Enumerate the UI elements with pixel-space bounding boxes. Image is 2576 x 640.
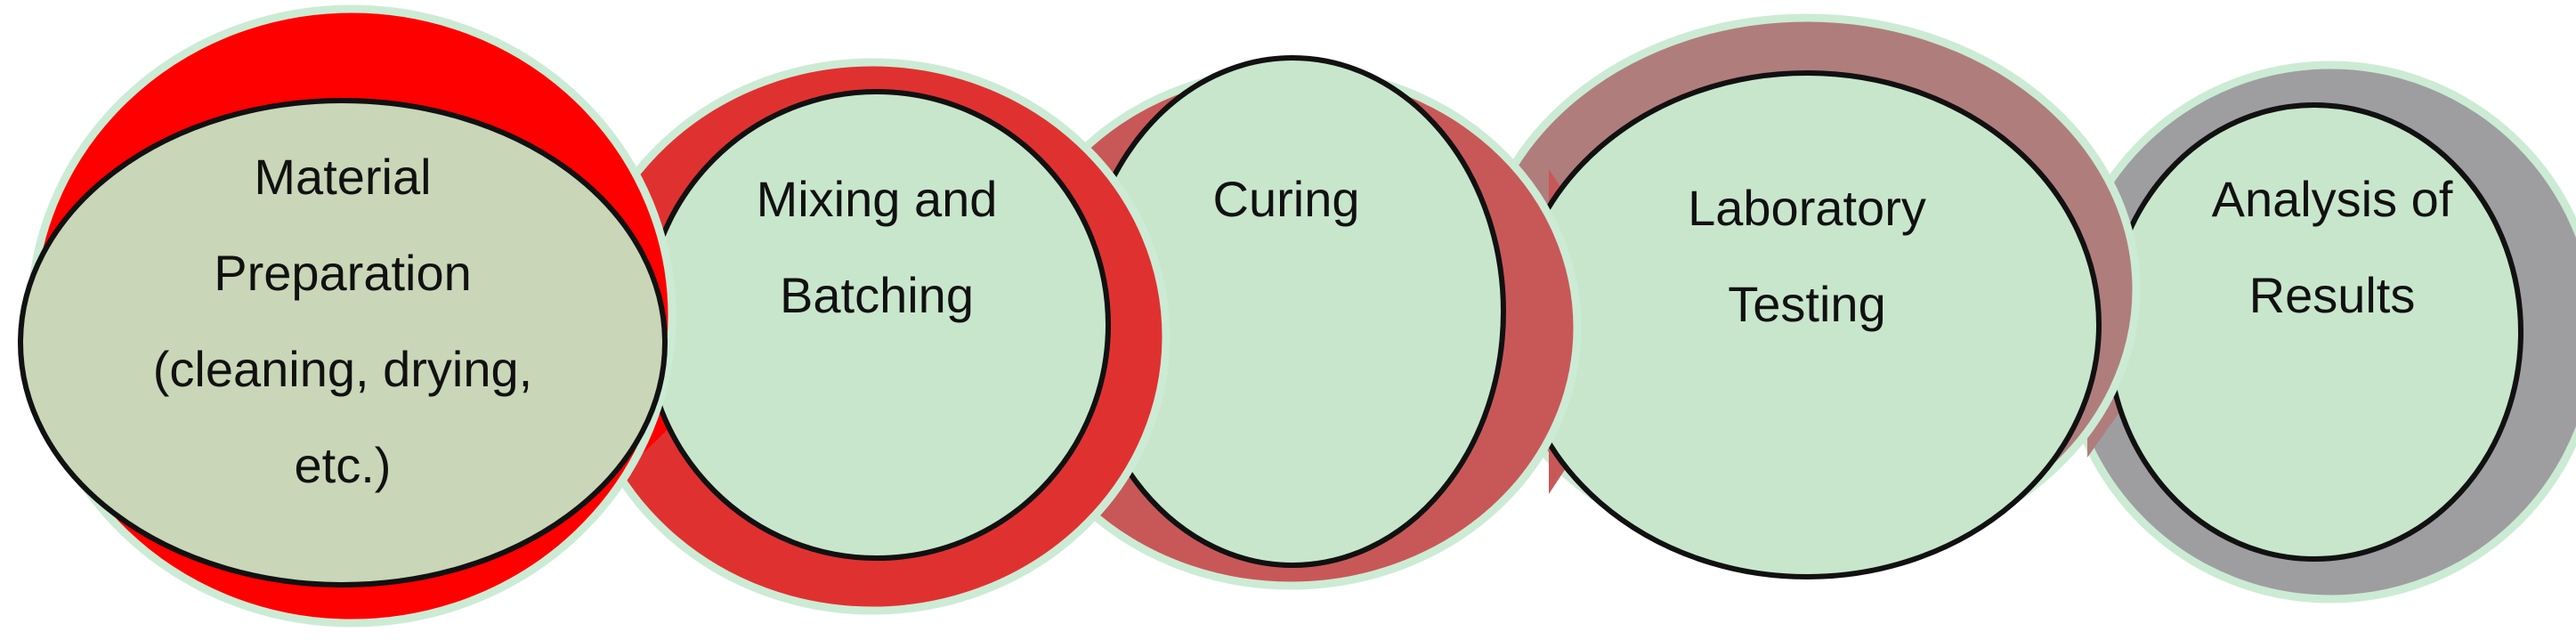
stage-label-laboratory-testing: Laboratory Testing — [1688, 180, 1926, 332]
stage-5-shape — [2059, 61, 2576, 604]
stage-label-curing: Curing — [1212, 171, 1360, 227]
stage-label-mixing-and-batching: Mixing and Batching — [756, 171, 998, 323]
stage-1-circle — [18, 98, 668, 587]
stage-label-material-preparation: Material Preparation (cleaning, drying, … — [152, 149, 533, 493]
stage-label-analysis-of-results: Analysis of Results — [2211, 171, 2453, 323]
stage-1-shape — [18, 4, 676, 628]
